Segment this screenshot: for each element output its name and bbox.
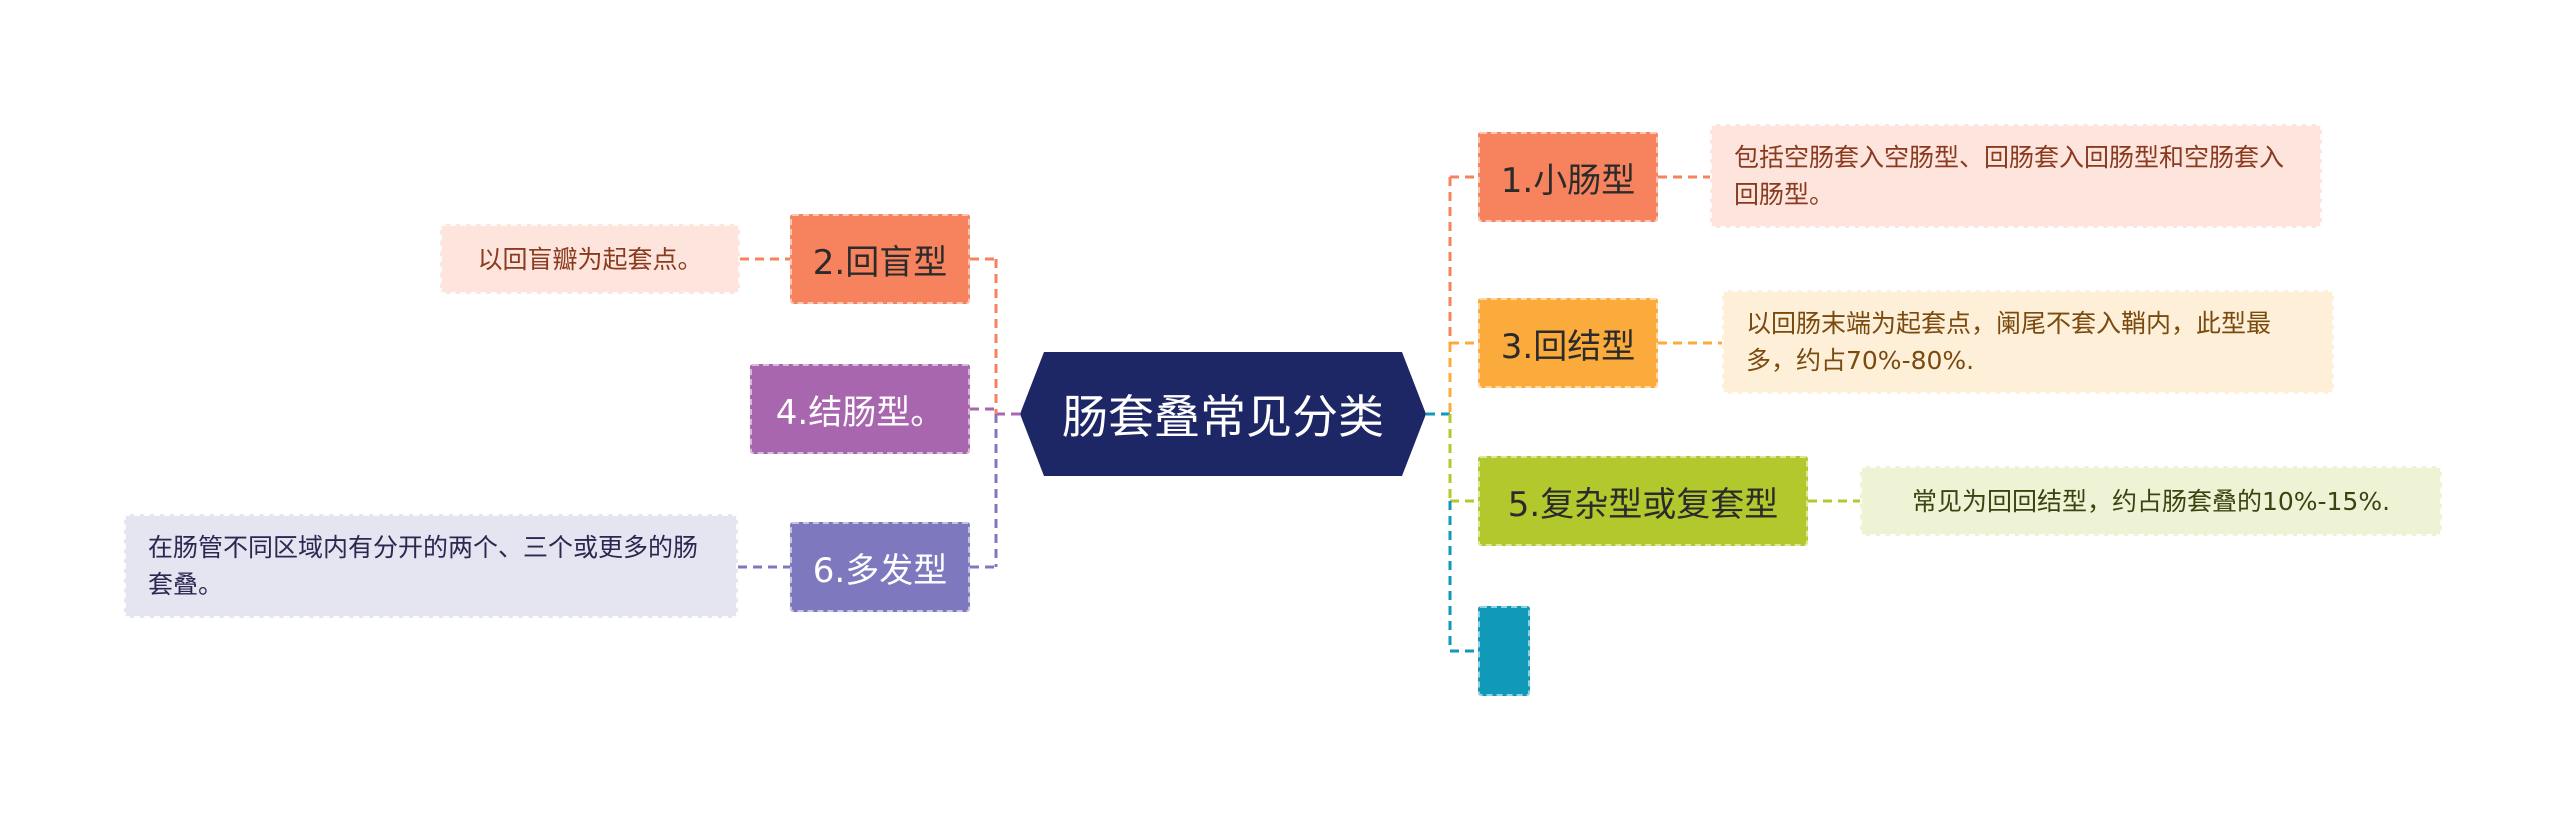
leaf-note-small-intestine: 包括空肠套入空肠型、回肠套入回肠型和空肠套入回肠型。	[1710, 124, 2322, 228]
root-node-label: 肠套叠常见分类	[1062, 390, 1384, 444]
branch-label: 1.小肠型	[1500, 160, 1636, 201]
branch-label: 6.多发型	[812, 550, 948, 591]
branch-node-ileocecal[interactable]: 2.回盲型	[790, 214, 970, 304]
branch-node-empty[interactable]	[1478, 606, 1530, 696]
branch-label: 4.结肠型。	[775, 392, 945, 433]
root-node[interactable]: 肠套叠常见分类	[1020, 352, 1426, 476]
leaf-note-ileocolic: 以回肠末端为起套点，阑尾不套入鞘内，此型最多，约占70%-80%.	[1722, 290, 2334, 394]
leaf-note-complex: 常见为回回结型，约占肠套叠的10%-15%.	[1860, 466, 2442, 536]
branch-label: 5.复杂型或复套型	[1507, 484, 1779, 525]
branch-node-multiple[interactable]: 6.多发型	[790, 522, 970, 612]
branch-label: 2.回盲型	[812, 242, 948, 283]
leaf-note-ileocecal: 以回盲瓣为起套点。	[440, 224, 740, 294]
branch-label: 3.回结型	[1500, 326, 1636, 367]
branch-node-ileocolic[interactable]: 3.回结型	[1478, 298, 1658, 388]
leaf-note-multiple: 在肠管不同区域内有分开的两个、三个或更多的肠套叠。	[124, 514, 738, 618]
branch-node-colonic[interactable]: 4.结肠型。	[750, 364, 970, 454]
branch-node-complex[interactable]: 5.复杂型或复套型	[1478, 456, 1808, 546]
branch-node-small-intestine[interactable]: 1.小肠型	[1478, 132, 1658, 222]
